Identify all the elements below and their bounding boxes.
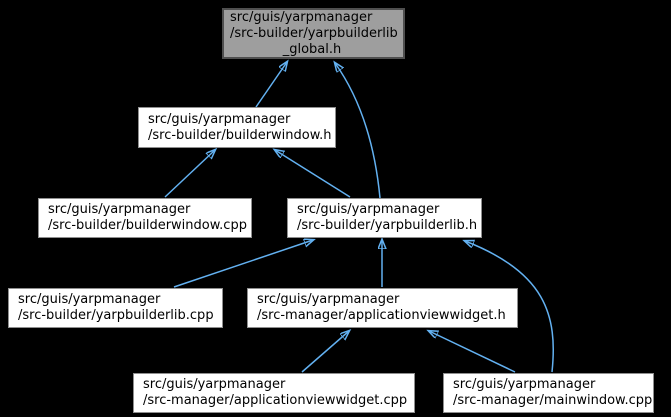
node-label-line: src/guis/yarpmanager [143, 377, 286, 392]
node-yarpbuilderlib-global-h[interactable]: src/guis/yarpmanager /src-builder/yarpbu… [222, 8, 405, 59]
node-label-line: src/guis/yarpmanager [297, 202, 440, 217]
node-yarpbuilderlib-h[interactable]: src/guis/yarpmanager /src-builder/yarpbu… [287, 198, 482, 238]
node-label-line: /src-builder/builderwindow.cpp [48, 218, 247, 233]
edge-yarpbuilderlib-cpp-to-yarpbuilderlib-h [173, 240, 313, 288]
edge-mainwindow-cpp-to-yarpbuilderlib-h [465, 241, 555, 373]
node-label-line: src/guis/yarpmanager [257, 292, 400, 307]
edge-yarpbuilderlib-h-to-global-h [335, 63, 381, 199]
node-label-line: /src-builder/yarpbuilderlib.cpp [18, 308, 214, 323]
node-label-line: src/guis/yarpmanager [230, 9, 373, 25]
edge-builderwindow-cpp-to-builderwindow-h [164, 150, 215, 198]
node-mainwindow-cpp[interactable]: src/guis/yarpmanager /src-manager/mainwi… [443, 373, 654, 413]
node-label-line: src/guis/yarpmanager [18, 292, 161, 307]
node-label-line: /src-builder/builderwindow.h [148, 127, 332, 143]
node-builderwindow-cpp[interactable]: src/guis/yarpmanager /src-builder/builde… [38, 198, 252, 238]
node-label-line: src/guis/yarpmanager [148, 111, 291, 127]
node-label-line: src/guis/yarpmanager [453, 377, 596, 392]
node-label-line: /src-manager/mainwindow.cpp [453, 393, 653, 408]
node-applicationviewwidget-cpp[interactable]: src/guis/yarpmanager /src-manager/applic… [133, 373, 415, 413]
edge-applicationviewwidget-cpp-to-applicationviewwidget-h [301, 331, 349, 373]
edge-builderwindow-h-to-global-h [255, 62, 287, 108]
node-label-line: /src-manager/applicationviewwidget.h [257, 308, 506, 323]
edge-mainwindow-cpp-to-applicationviewwidget-h [429, 331, 516, 373]
node-label-line: /src-builder/yarpbuilderlib.h [297, 218, 478, 233]
node-label-line: /src-manager/applicationviewwidget.cpp [143, 393, 408, 408]
node-yarpbuilderlib-cpp[interactable]: src/guis/yarpmanager /src-builder/yarpbu… [8, 288, 223, 328]
node-builderwindow-h[interactable]: src/guis/yarpmanager /src-builder/builde… [138, 107, 336, 148]
edge-yarpbuilderlib-h-to-builderwindow-h [275, 150, 351, 198]
node-applicationviewwidget-h[interactable]: src/guis/yarpmanager /src-manager/applic… [247, 288, 518, 328]
node-label-line: _global.h [282, 41, 342, 57]
node-label-line: /src-builder/yarpbuilderlib [230, 25, 398, 41]
node-label-line: src/guis/yarpmanager [48, 202, 191, 217]
